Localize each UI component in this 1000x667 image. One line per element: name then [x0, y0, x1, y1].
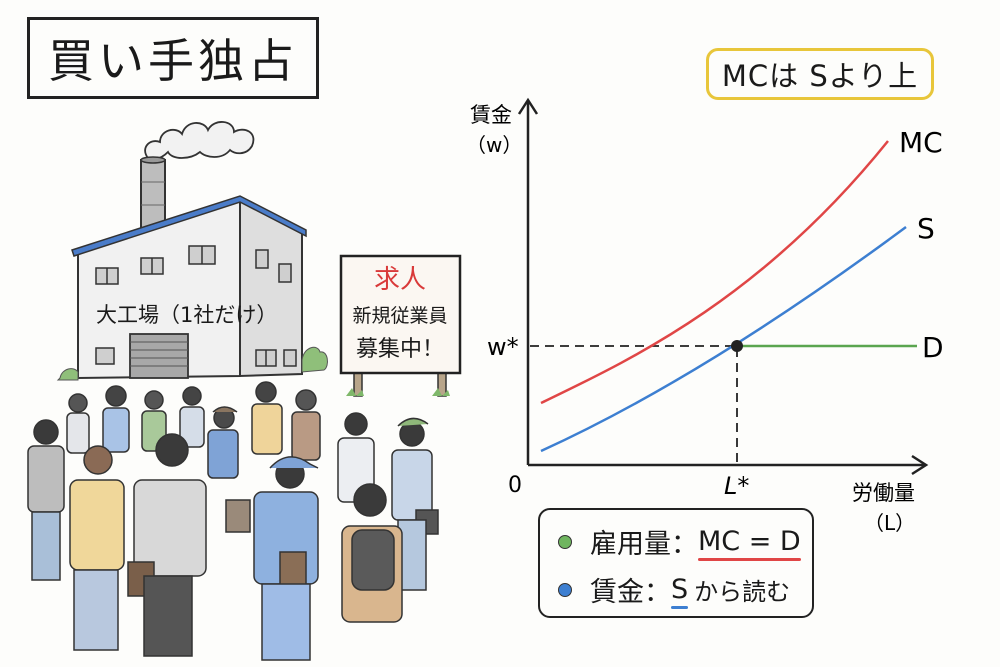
- worker: [341, 483, 403, 623]
- equilibrium-point: [731, 340, 743, 352]
- worker: [102, 385, 130, 453]
- legend-row-wage: 賃金： S から読む: [558, 570, 790, 609]
- factory-label: 大工場（1社だけ）: [96, 303, 277, 327]
- y-axis-unit: （w）: [466, 133, 522, 157]
- mc-curve: [540, 140, 889, 405]
- worker: [207, 406, 251, 533]
- shutter-door: [129, 333, 189, 379]
- legend-wage-label: 賃金：: [590, 577, 671, 608]
- s-label: S: [917, 212, 935, 245]
- sign-line2: 募集中！: [356, 337, 444, 362]
- legend-employment-label: 雇用量：: [590, 529, 698, 560]
- x-axis-label: 労働量: [852, 481, 915, 505]
- y-axis-label: 賃金: [470, 103, 512, 127]
- factory-building: [56, 195, 328, 381]
- worker: [251, 381, 283, 455]
- job-seekers-crowd: [27, 381, 439, 661]
- worker: [391, 417, 439, 591]
- page-title: 買い手独占: [27, 17, 319, 99]
- mc-label: MC: [899, 126, 943, 159]
- legend-wage-s: S: [671, 574, 689, 609]
- worker: [179, 386, 205, 448]
- worker: [127, 433, 207, 657]
- worker: [291, 389, 321, 461]
- callout-mc-above-s: MCは Sより上: [706, 48, 934, 100]
- sign-line1: 新規従業員: [352, 305, 447, 327]
- blue-dot-icon: [558, 582, 572, 597]
- y-axis-arrow-icon: [517, 97, 539, 115]
- smoke-icon: [144, 121, 255, 161]
- legend-row-employment: 雇用量： MC = D: [558, 522, 801, 561]
- recruitment-sign: [339, 254, 462, 397]
- legend-box: 雇用量： MC = D 賃金： S から読む: [538, 508, 814, 618]
- legend-employment-value: MC = D: [698, 526, 801, 561]
- d-label: D: [922, 331, 944, 364]
- worker: [253, 456, 319, 661]
- x-axis-unit: （L）: [864, 511, 915, 535]
- legend-wage-rest: から読む: [694, 578, 791, 606]
- worker: [27, 419, 65, 581]
- origin-label: 0: [508, 473, 522, 498]
- l-star-label: L*: [724, 472, 749, 500]
- w-star-label: w*: [487, 333, 519, 361]
- worker: [69, 445, 125, 651]
- sign-heading: 求人: [374, 265, 426, 295]
- x-axis-arrow-icon: [911, 454, 929, 476]
- factory-illustration: 大工場（1社だけ） 求人 新規従業員 募集中！: [27, 121, 462, 661]
- worker: [66, 393, 90, 454]
- chimney-icon: [140, 156, 166, 231]
- green-dot-icon: [558, 534, 572, 549]
- s-curve: [540, 225, 907, 453]
